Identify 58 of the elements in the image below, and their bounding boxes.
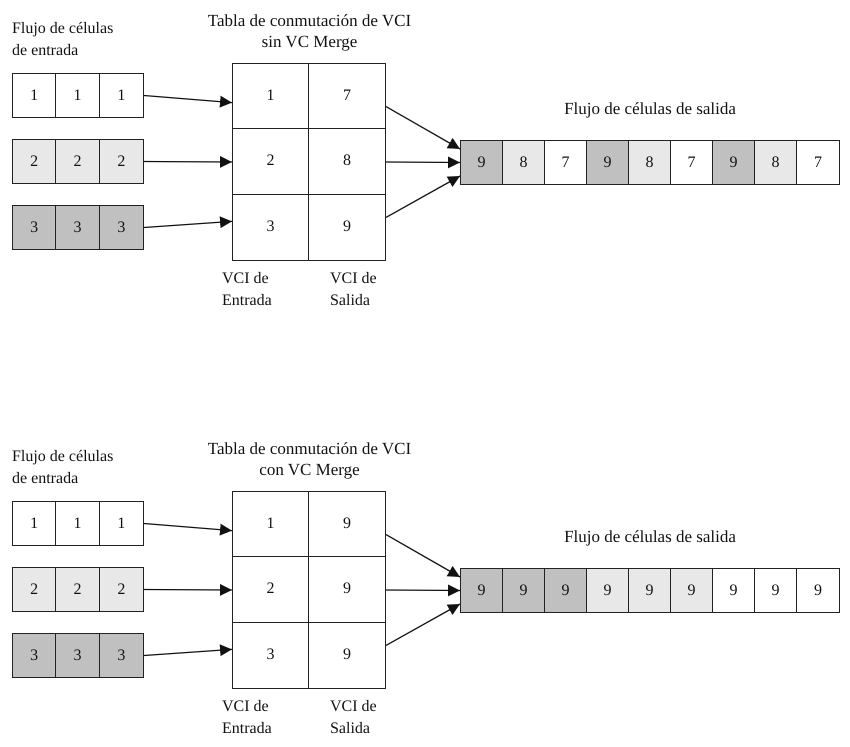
table-cell: 3 [233,622,309,688]
table-cell: 2 [233,557,309,623]
atm-cell: 2 [100,568,143,611]
arrow [386,584,460,596]
stream-title: Flujo de células de salida [563,526,737,547]
atm-cell: 8 [755,141,797,184]
table-cell: 1 [233,64,309,130]
atm-cell: 2 [13,140,56,183]
arrow [144,522,232,536]
cell-strip [12,73,144,118]
atm-cell: 2 [56,568,100,611]
arrow [144,216,232,228]
cell-strip [12,567,144,612]
arrow [144,156,232,168]
atm-cell: 9 [503,569,545,612]
arrow [144,584,232,596]
arrow [386,534,460,578]
cell-strip [12,501,144,546]
stream-title: Flujo de células de salida [563,98,737,119]
atm-cell: 2 [100,140,143,183]
column-caption: VCI de Entrada [222,697,273,739]
atm-cell: 3 [100,634,143,677]
atm-cell: 9 [461,569,503,612]
atm-cell: 2 [56,140,100,183]
atm-cell: 3 [13,634,56,677]
table-title: Tabla de conmutación de VCI con VC Merge [206,438,412,480]
arrow [144,94,232,108]
arrow [386,175,460,218]
atm-cell: 9 [545,569,587,612]
table-cell: 2 [233,129,309,195]
column-caption: VCI de Entrada [222,269,273,311]
atm-cell: 2 [13,568,56,611]
arrow [386,603,460,646]
column-caption: VCI de Salida [330,697,378,739]
atm-cell: 3 [100,206,143,249]
atm-cell: 9 [461,141,503,184]
column-caption: VCI de Salida [330,269,378,311]
atm-cell: 9 [629,569,671,612]
atm-cell: 9 [587,141,629,184]
cell-strip [12,139,144,184]
atm-cell: 3 [56,634,100,677]
stream-title: Flujo de células de entrada [12,19,114,61]
atm-cell: 9 [713,141,755,184]
arrow [386,106,460,150]
stream-title: Flujo de células de entrada [12,447,114,489]
table-title: Tabla de conmutación de VCI sin VC Merge [206,10,412,52]
cell-strip [12,205,144,250]
atm-cell: 9 [587,569,629,612]
atm-cell: 3 [13,206,56,249]
table-cell: 1 [233,492,309,558]
cell-strip [12,633,144,678]
arrow [386,156,460,168]
atm-cell: 8 [629,141,671,184]
atm-cell: 9 [671,569,713,612]
atm-cell: 3 [56,206,100,249]
arrow [144,644,232,656]
table-cell: 3 [233,194,309,260]
atm-cell: 8 [503,141,545,184]
